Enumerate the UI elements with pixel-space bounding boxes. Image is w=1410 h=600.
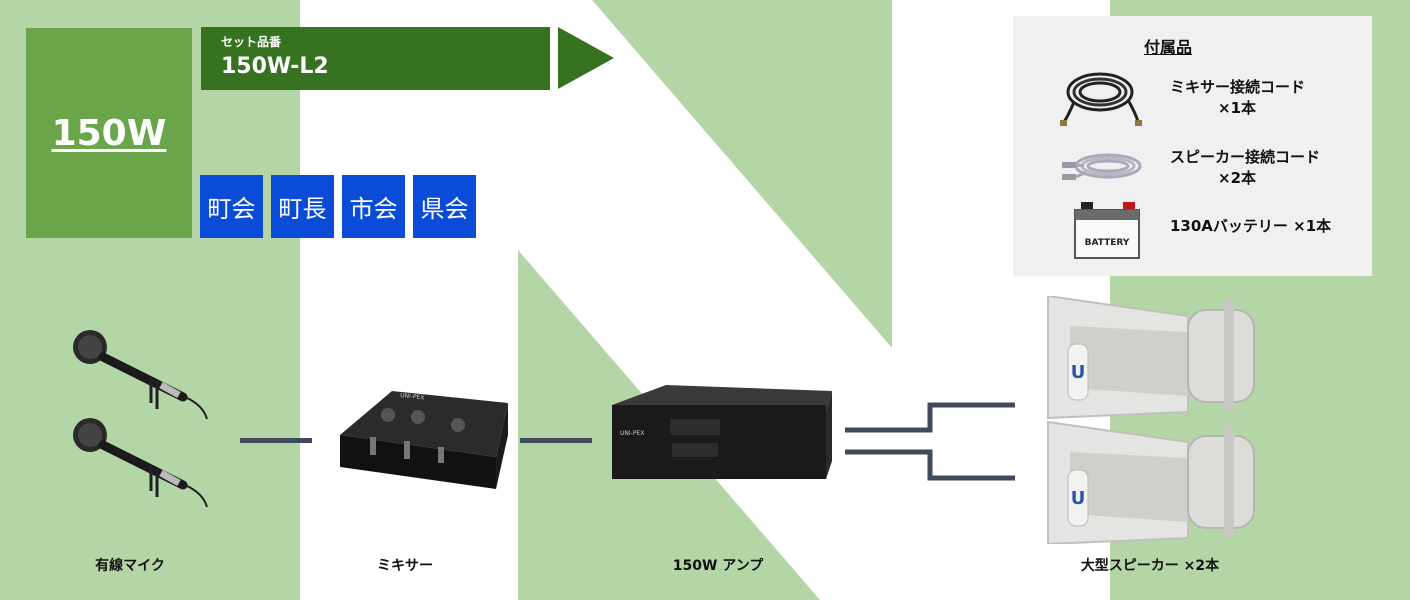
arrow-right-icon xyxy=(558,27,614,89)
usage-badge-city-council: 市会 xyxy=(342,175,405,238)
microphone-icon xyxy=(73,330,208,508)
connector-mic-mixer xyxy=(240,438,312,443)
speaker-brand-mark-2: U xyxy=(1071,488,1086,509)
power-rating: 150W xyxy=(51,112,167,154)
caption-amplifier: 150W アンプ xyxy=(672,558,764,574)
battery-icon: BATTERY xyxy=(1074,202,1140,259)
connector-amp-speakers xyxy=(845,402,1015,481)
horn-speaker-icon: U U xyxy=(1047,296,1255,544)
accessories-title: 付属品 xyxy=(1143,38,1192,57)
battery-label: BATTERY xyxy=(1085,238,1130,248)
mixer-brand-label: UNI-PEX xyxy=(400,392,425,402)
accessories-panel: 付属品 ミキサー接続コード ×1本 スピーカー接続コード ×2本 BATTERY… xyxy=(1013,16,1372,276)
accessory-mixer-cable-name: ミキサー接続コード xyxy=(1170,78,1306,96)
set-number-label: セット品番 xyxy=(221,35,282,49)
accessory-speaker-cable-qty: ×2本 xyxy=(1218,169,1257,187)
accessory-mixer-cable: ミキサー接続コード ×1本 xyxy=(1170,77,1305,119)
caption-microphone: 有線マイク xyxy=(95,558,165,574)
set-number-banner: セット品番 150W-L2 xyxy=(201,27,550,90)
usage-badge-town-mayor: 町長 xyxy=(271,175,334,238)
set-number: 150W-L2 xyxy=(221,54,329,79)
accessory-battery-name: 130Aバッテリー ×1本 xyxy=(1170,217,1332,235)
amp-brand-label: UNI-PEX xyxy=(620,430,644,437)
speaker-cable-icon xyxy=(1062,153,1142,180)
cable-icon xyxy=(1060,72,1142,126)
usage-badge-town-council: 町会 xyxy=(200,175,263,238)
accessory-speaker-cable: スピーカー接続コード ×2本 xyxy=(1170,147,1320,189)
mixer-icon: UNI-PEX xyxy=(340,391,508,489)
caption-mixer: ミキサー xyxy=(377,558,433,574)
power-rating-box: 150W xyxy=(26,28,192,238)
amplifier-icon: UNI-PEX xyxy=(612,385,832,479)
usage-badge-prefecture-council: 県会 xyxy=(413,175,476,238)
accessory-speaker-cable-name: スピーカー接続コード xyxy=(1170,148,1321,166)
caption-speakers: 大型スピーカー ×2本 xyxy=(1080,558,1220,574)
accessory-battery: 130Aバッテリー ×1本 xyxy=(1170,216,1331,237)
speaker-brand-mark: U xyxy=(1071,362,1086,383)
accessory-mixer-cable-qty: ×1本 xyxy=(1218,99,1257,117)
connector-mixer-amp xyxy=(520,438,592,443)
